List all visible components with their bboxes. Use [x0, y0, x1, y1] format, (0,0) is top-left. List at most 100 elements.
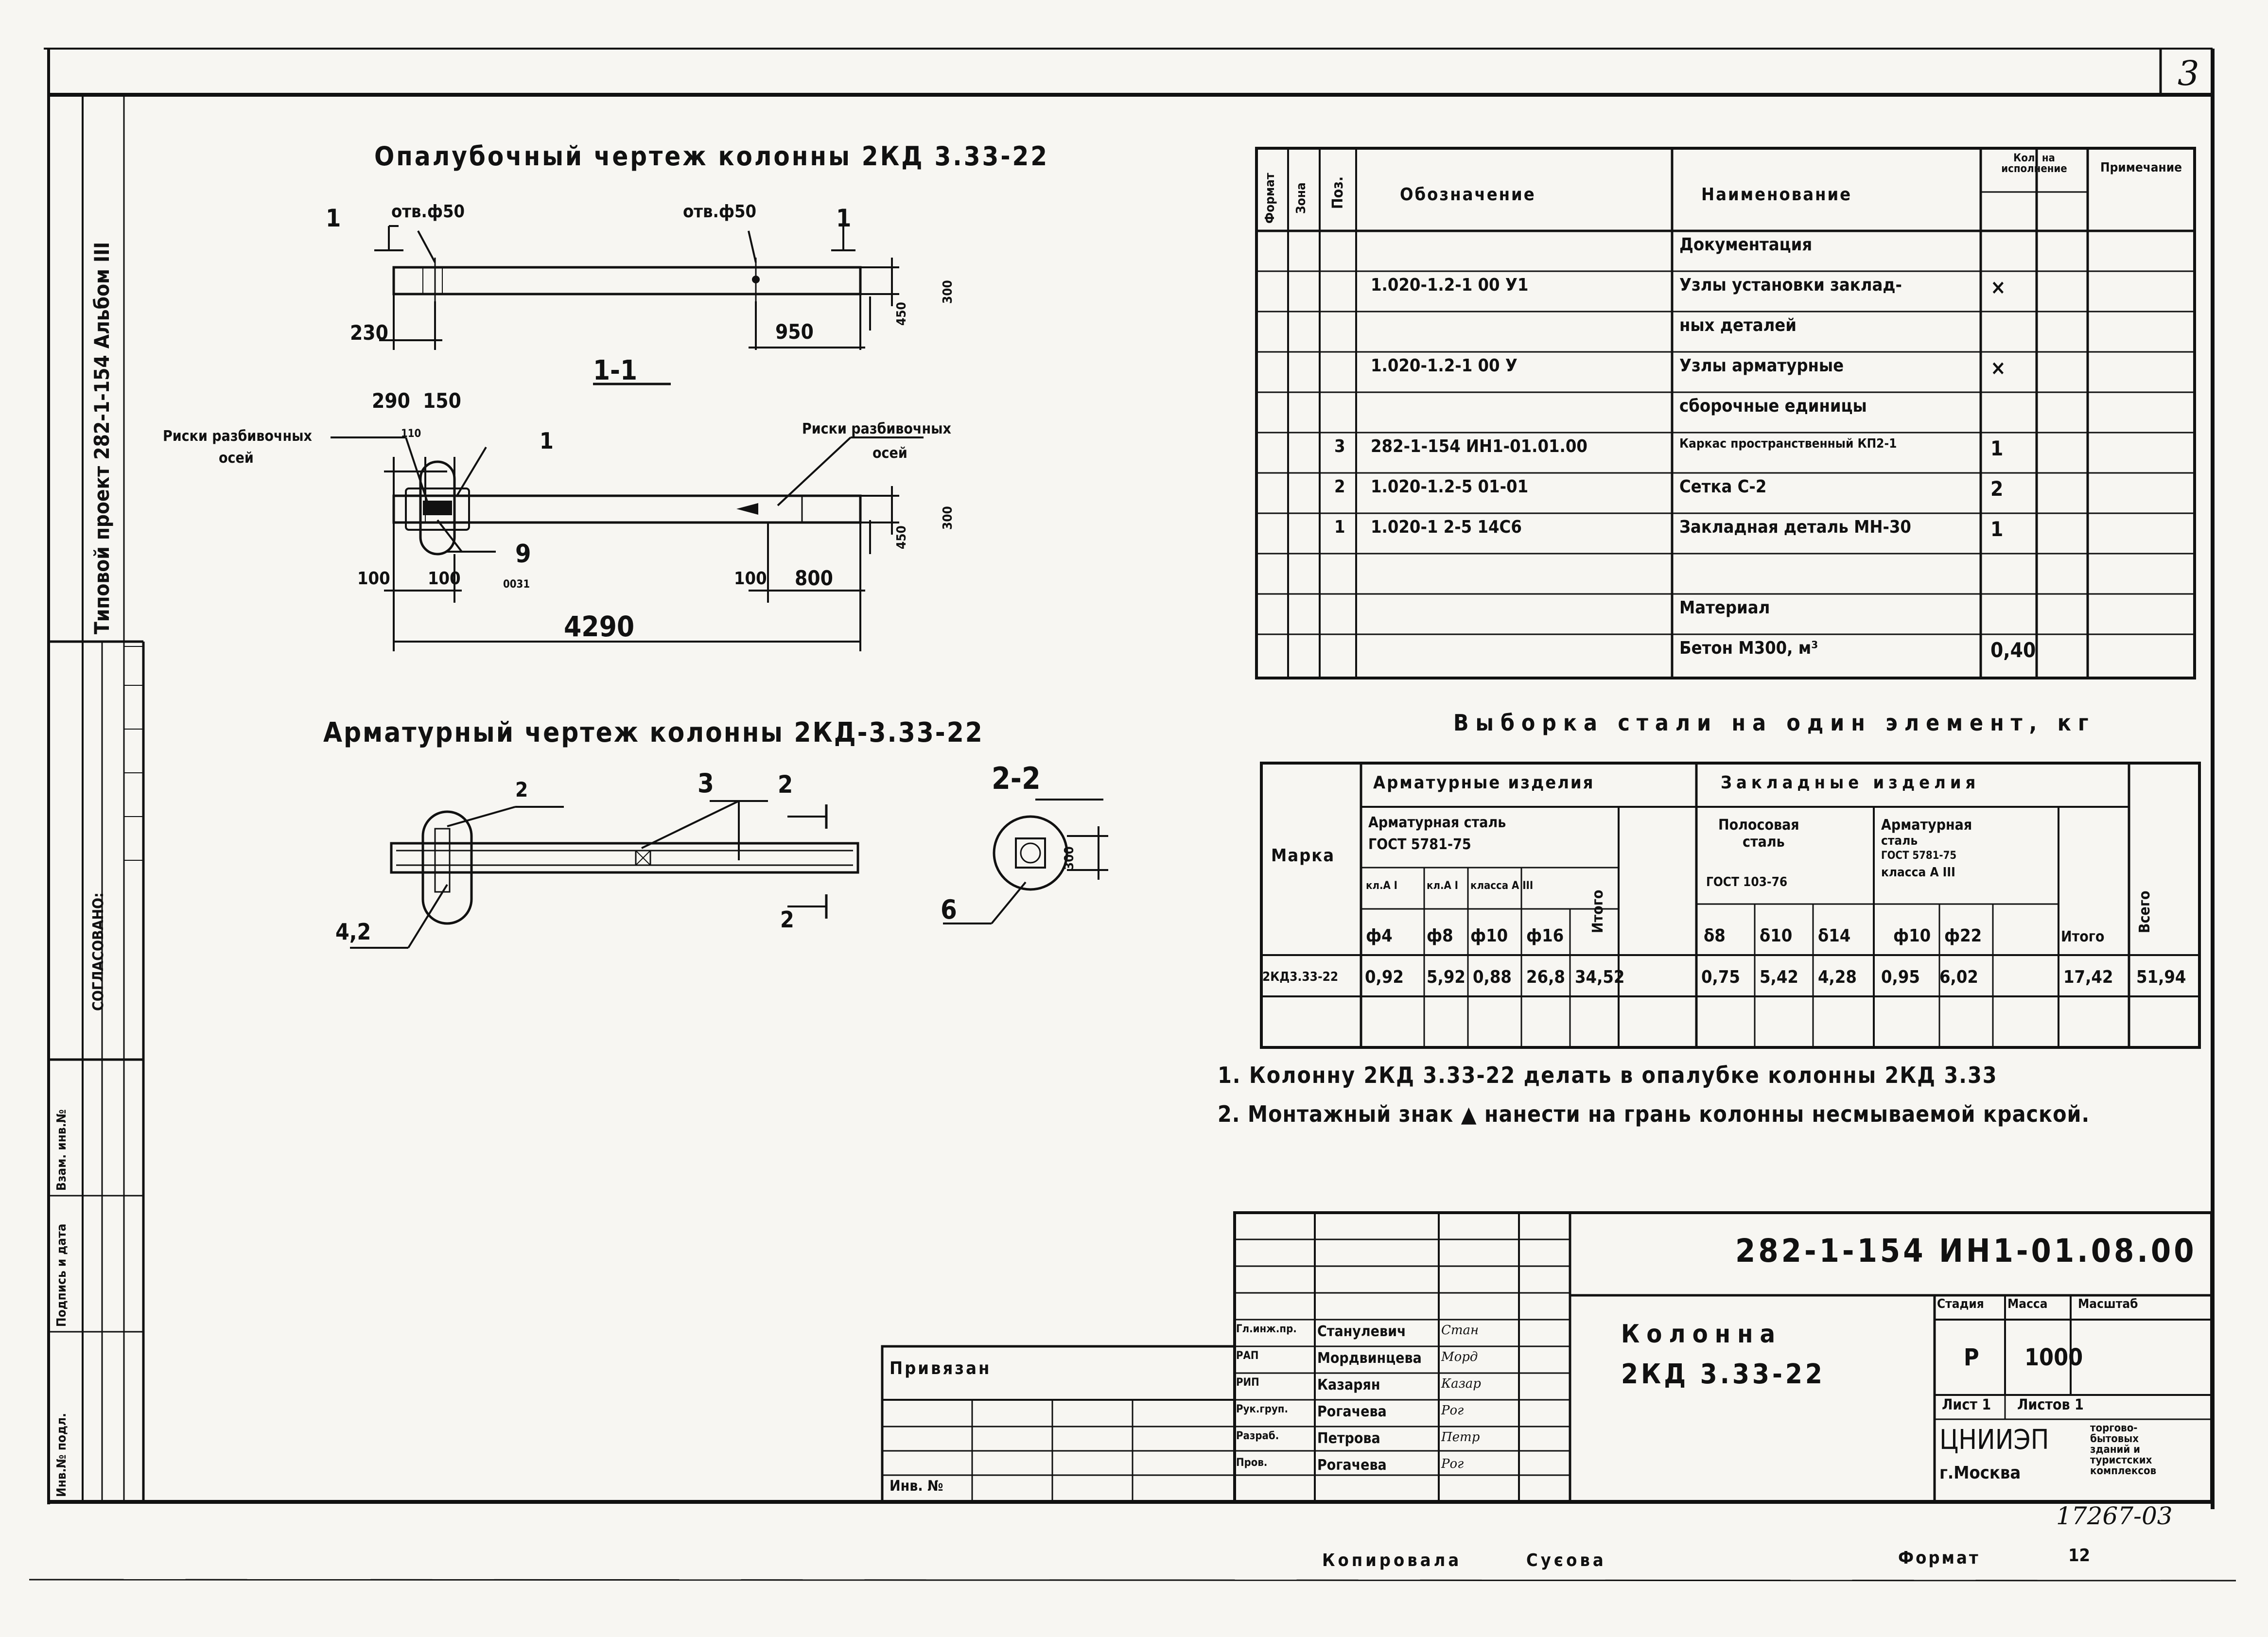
steel-value: 0,92 [1365, 967, 1404, 987]
steel-subheader: ф22 [1944, 926, 1982, 946]
tb-org-1: ЦНИИЭП [1939, 1424, 2049, 1456]
steel-h-rebar2-2: сталь [1881, 834, 1918, 848]
spec-row-name: Сетка С-2 [1679, 477, 1767, 497]
spec-row-designation: 282-1-154 ИН1-01.01.00 [1371, 436, 1588, 456]
staff-name: Петрова [1317, 1430, 1380, 1447]
spec-row-designation: 1.020-1.2-5 01-01 [1371, 477, 1529, 497]
steel-title: Выборка стали на один элемент, кг [1453, 710, 2095, 736]
dim-230: 230 [350, 321, 388, 345]
spec-row-designation: 1.020-1.2-1 00 У1 [1371, 275, 1529, 295]
steel-value: 34,52 [1575, 967, 1625, 987]
steel-h-embedded: Закладные изделия [1721, 773, 1980, 793]
spec-h-name: Наименование [1701, 185, 1852, 205]
tb-stage-label: Стадия [1937, 1297, 1984, 1311]
staff-role: РИП [1236, 1376, 1259, 1389]
footer-copied: Копировала [1322, 1550, 1462, 1570]
steel-h-strip3: ГОСТ 103-76 [1706, 875, 1788, 889]
spec-row-qty: 1 [1990, 517, 2004, 541]
staff-role: РАП [1236, 1350, 1259, 1362]
steel-row-mark: 2КД3.33-22 [1262, 970, 1339, 984]
section-dim-300: 300 [1062, 846, 1077, 870]
steel-value: 5,92 [1427, 967, 1465, 987]
steel-h-rebar2-4: класса А III [1881, 865, 1955, 880]
steel-subheader: ф4 [1366, 926, 1393, 946]
footer-format-value: 12 [2068, 1546, 2091, 1566]
axis-marks-left-1: Риски разбивочных [163, 428, 312, 445]
tb-sheet: Лист 1 [1942, 1396, 1991, 1413]
tb-code: 282-1-154 ИН1-01.08.00 [1735, 1232, 2197, 1270]
reinf-pos-6: 6 [941, 894, 957, 925]
tb-org-2: г.Москва [1939, 1463, 2021, 1483]
hole-right-label: отв.ф50 [683, 202, 757, 222]
steel-h-strip1: Полосовая [1718, 817, 1799, 834]
spec-row-name: Материал [1679, 598, 1770, 618]
dim-150: 150 [423, 389, 461, 413]
steel-value: 0,75 [1701, 967, 1740, 987]
dim-450a: 450 [894, 302, 909, 326]
hole-left-label: отв.ф50 [391, 202, 465, 222]
steel-subheader: δ14 [1818, 926, 1851, 946]
dim-450b: 450 [894, 525, 909, 549]
pos-9-label: 9 [515, 540, 531, 569]
spec-row-qty: × [1990, 275, 2006, 299]
axis-marks-right-2: осей [872, 445, 907, 462]
steel-value: 17,42 [2063, 967, 2113, 987]
staff-role: Разраб. [1236, 1430, 1279, 1442]
spec-row-qty: 2 [1990, 477, 2004, 501]
title-block-lines [881, 1211, 2213, 1503]
dim-950: 950 [775, 320, 814, 344]
steel-h-rebar1-2: ГОСТ 5781-75 [1368, 836, 1471, 853]
staff-signature: Морд [1441, 1350, 1478, 1364]
reinforcement-title: Арматурный чертеж колонны 2КД-3.33-22 [323, 717, 984, 749]
tb-org-3-line-1: торгово- [2090, 1422, 2138, 1434]
staff-role: Гл.инж.пр. [1236, 1323, 1297, 1335]
spec-row-name: ных деталей [1679, 315, 1797, 335]
formwork-drawing [331, 225, 924, 651]
footer-copier: Суєова [1526, 1550, 1606, 1570]
section-1-1-label: 1-1 [593, 355, 638, 386]
dim-800: 800 [795, 566, 833, 590]
spec-row-pos: 3 [1334, 436, 1345, 456]
spec-h-zone: Зона [1294, 182, 1308, 214]
reinf-pos-3: 3 [698, 768, 714, 799]
steel-h-total1: Итого [1589, 889, 1606, 933]
steel-value: 6,02 [1939, 967, 1978, 987]
steel-h-rebar2-3: ГОСТ 5781-75 [1881, 850, 1957, 862]
steel-h-class-a1b: кл.А I [1427, 880, 1459, 892]
tb-org-3-line-5: комплексов [2090, 1465, 2157, 1477]
spec-h-note: Примечание [2100, 160, 2182, 175]
cut-1-left: 1 [326, 204, 341, 232]
steel-subheader: ф16 [1526, 926, 1564, 946]
spec-row-designation: 1.020-1.2-1 00 У [1371, 356, 1518, 376]
note-1: 1. Колонну 2КД 3.33-22 делать в опалубке… [1218, 1062, 1998, 1088]
steel-value: 0,95 [1881, 967, 1920, 987]
staff-signature: Казар [1441, 1376, 1481, 1391]
tb-scale-label: Масштаб [2078, 1297, 2138, 1311]
dim-100b: 100 [428, 569, 461, 589]
steel-h-mark: Марка [1271, 846, 1335, 866]
reinf-cut-2-bottom: 2 [780, 906, 794, 933]
reinf-pos-4-2: 4,2 [335, 919, 371, 945]
axis-marks-right-1: Риски разбивочных [802, 420, 951, 437]
spec-row-qty: × [1990, 356, 2006, 380]
tb-name-1: Колонна [1621, 1320, 1782, 1349]
steel-h-grand-total: Всего [2136, 890, 2153, 933]
steel-subheader: ф8 [1427, 926, 1453, 946]
steel-table [1260, 762, 2201, 1049]
staff-signature: Стан [1441, 1323, 1479, 1338]
reinforcement-drawing [350, 799, 1108, 949]
spec-row-name: сборочные единицы [1679, 396, 1867, 416]
tb-org-3-line-4: туристских [2090, 1454, 2152, 1466]
steel-value: 51,94 [2136, 967, 2186, 987]
note-2: 2. Монтажный знак ▲ нанести на грань кол… [1218, 1101, 2090, 1127]
steel-h-rebar-products: Арматурные изделия [1373, 773, 1595, 793]
steel-value: 5,42 [1760, 967, 1798, 987]
reinf-pos-2: 2 [515, 778, 528, 801]
staff-role: Пров. [1236, 1457, 1268, 1469]
inv-no-label: Инв.№ подл. [54, 1413, 69, 1497]
dim-300a: 300 [941, 280, 955, 304]
staff-role: Рук.груп. [1236, 1403, 1288, 1415]
tb-stage: Р [1964, 1344, 1979, 1371]
spec-h-pos: Поз. [1329, 176, 1346, 209]
swap-inv-label: Взам. инв.№ [54, 1109, 69, 1191]
